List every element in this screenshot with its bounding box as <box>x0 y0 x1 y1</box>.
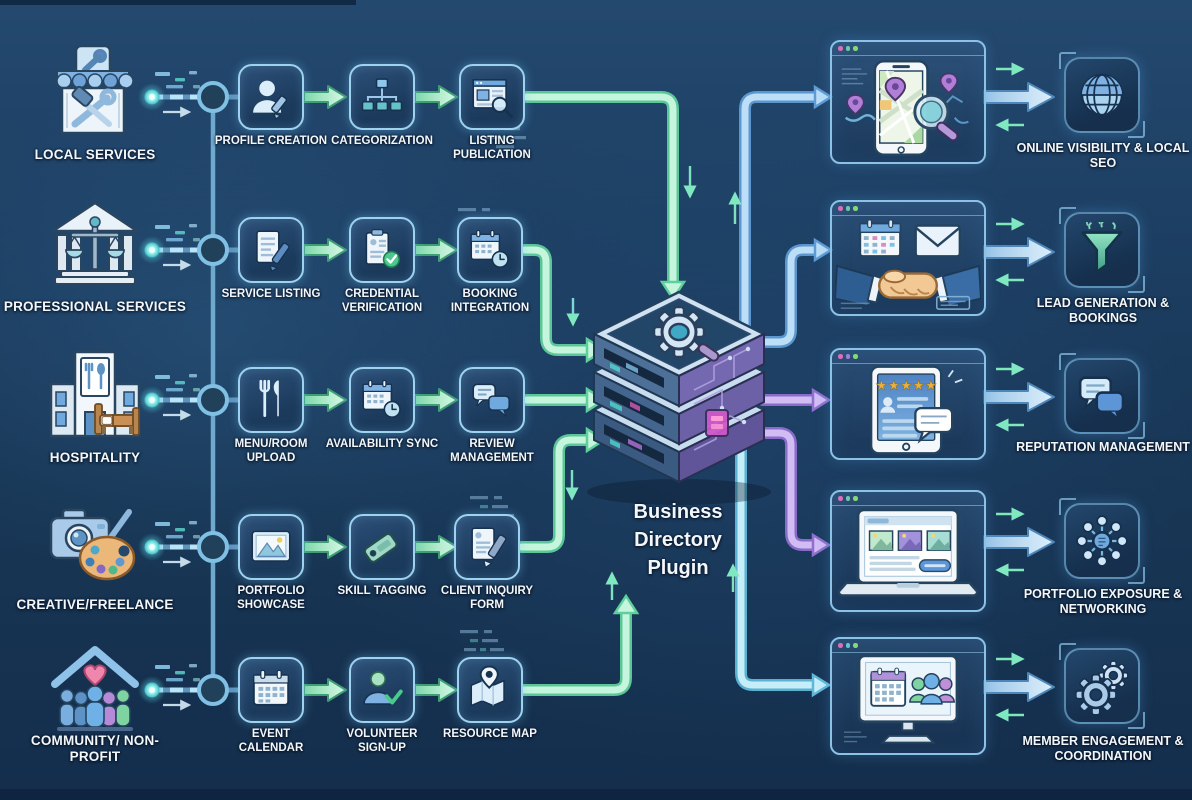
laptop-portfolio-illustration <box>834 506 982 608</box>
result-card-portfolio-exposure <box>830 490 986 612</box>
step-tile-booking-integration <box>457 217 523 283</box>
step-tile-availability-sync <box>349 367 415 433</box>
hub-label-line1: Business <box>633 501 723 523</box>
category-label-professional-services: PROFESSIONAL SERVICES <box>3 299 187 314</box>
window-dot-icon <box>838 354 843 359</box>
window-dot-icon <box>853 643 858 648</box>
tablet-star-reviews-illustration <box>834 364 982 456</box>
hub-label-line3: Plugin <box>647 557 709 579</box>
window-dot-icon <box>853 496 858 501</box>
handshake-calendar-mail-illustration <box>834 216 982 312</box>
step-tile-categorization <box>349 64 415 130</box>
step-tile-listing-publication <box>459 64 525 130</box>
step-tile-volunteer-signup <box>349 657 415 723</box>
step-label-client-inquiry-form: CLIENT INQUIRY FORM <box>440 585 534 611</box>
outcome-arrows <box>983 62 1055 722</box>
step-tile-portfolio-showcase <box>238 514 304 580</box>
step-label-credential-verification: CREDENTIAL VERIFICATION <box>341 288 423 314</box>
result-card-online-visibility <box>830 40 986 164</box>
hub-server-stack <box>587 290 771 505</box>
card-titlebar <box>832 350 984 364</box>
window-dot-icon <box>838 46 843 51</box>
category-icon-community-nonprofit <box>45 638 145 738</box>
step-tile-service-listing <box>238 217 304 283</box>
step-tile-credential-verification <box>349 217 415 283</box>
step-tile-review-management <box>459 367 525 433</box>
window-dot-icon <box>853 206 858 211</box>
step-tile-menu-room-upload <box>238 367 304 433</box>
category-icon-local-services <box>45 44 145 144</box>
category-label-community-nonprofit: COMMUNITY/ NON-PROFIT <box>30 733 160 764</box>
card-titlebar <box>832 639 984 653</box>
step-label-availability-sync: AVAILABILITY SYNC <box>325 438 439 450</box>
outcome-label-reputation: REPUTATION MANAGEMENT <box>1016 440 1190 454</box>
hub-label-line2: Directory <box>634 529 722 551</box>
result-card-reputation <box>830 348 986 460</box>
window-dot-icon <box>838 496 843 501</box>
window-dot-icon <box>853 354 858 359</box>
card-titlebar <box>832 202 984 216</box>
result-card-member-engagement <box>830 637 986 755</box>
step-tile-client-inquiry-form <box>454 514 520 580</box>
window-dot-icon <box>845 496 850 501</box>
step-label-event-calendar: EVENT CALENDAR <box>238 728 304 754</box>
step-label-resource-map: RESOURCE MAP <box>443 728 537 740</box>
step-label-portfolio-showcase: PORTFOLIO SHOWCASE <box>237 585 305 611</box>
hub-label: Business Directory Plugin <box>588 498 768 582</box>
window-dot-icon <box>845 46 850 51</box>
step-label-volunteer-signup: VOLUNTEER SIGN-UP <box>346 728 418 754</box>
trunk-nodes <box>197 81 229 706</box>
result-card-lead-generation <box>830 200 986 316</box>
globe-icon <box>1059 52 1145 138</box>
pipes-out-of-hub <box>735 84 834 698</box>
step-label-service-listing: SERVICE LISTING <box>221 288 321 300</box>
step-label-profile-creation: PROFILE CREATION <box>214 135 328 147</box>
window-dot-icon <box>853 46 858 51</box>
window-dot-icon <box>838 643 843 648</box>
step-tile-profile-creation <box>238 64 304 130</box>
gears-icon <box>1059 643 1145 729</box>
window-dot-icon <box>845 354 850 359</box>
funnel-icon <box>1059 207 1145 293</box>
outcome-label-portfolio-exposure: PORTFOLIO EXPOSURE & NETWORKING <box>1023 587 1183 616</box>
category-icon-hospitality <box>45 348 145 448</box>
window-dot-icon <box>838 206 843 211</box>
bottom-dark-strip <box>0 789 1192 800</box>
accent-arrows <box>565 166 742 600</box>
card-titlebar <box>832 42 984 56</box>
window-dot-icon <box>845 206 850 211</box>
step-label-menu-room-upload: MENU/ROOM UPLOAD <box>234 438 308 464</box>
top-dark-strip <box>0 0 356 5</box>
outcome-label-member-engagement: MEMBER ENGAGEMENT & COORDINATION <box>1022 734 1184 763</box>
outcome-label-online-visibility: ONLINE VISIBILITY & LOCAL SEO <box>1016 141 1190 170</box>
window-dot-icon <box>845 643 850 648</box>
card-titlebar <box>832 492 984 506</box>
outcome-label-lead-generation: LEAD GENERATION & BOOKINGS <box>1036 296 1170 325</box>
step-label-skill-tagging: SKILL TAGGING <box>337 585 427 597</box>
step-tile-event-calendar <box>238 657 304 723</box>
chat-bubbles-icon <box>1059 353 1145 439</box>
category-icon-creative-freelance <box>45 494 145 594</box>
step-label-booking-integration: BOOKING INTEGRATION <box>450 288 530 314</box>
step-tile-resource-map <box>457 657 523 723</box>
step-label-review-management: REVIEW MANAGEMENT <box>450 438 534 464</box>
monitor-calendar-people-illustration <box>834 653 982 751</box>
step-label-listing-publication: LISTING PUBLICATION <box>453 135 531 161</box>
category-label-hospitality: HOSPITALITY <box>49 450 141 465</box>
step-label-categorization: CATEGORIZATION <box>331 135 433 147</box>
category-icon-professional-services <box>45 197 145 297</box>
phone-map-search-illustration <box>834 56 982 160</box>
category-label-creative-freelance: CREATIVE/FREELANCE <box>16 597 174 612</box>
category-label-local-services: LOCAL SERVICES <box>34 147 156 162</box>
step-tile-skill-tagging <box>349 514 415 580</box>
network-nodes-icon <box>1059 498 1145 584</box>
